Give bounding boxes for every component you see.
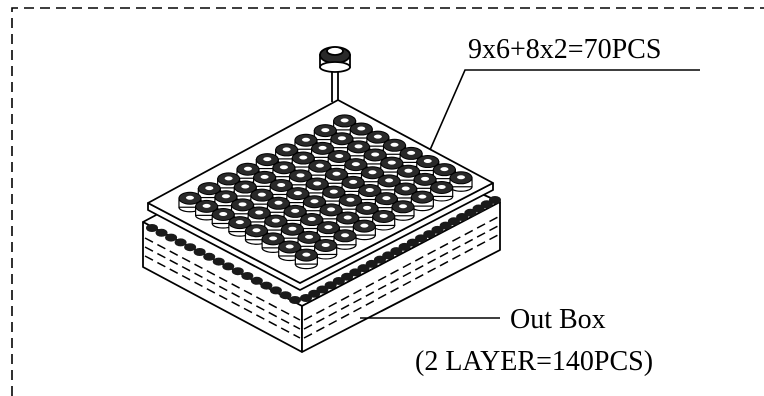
lower-component bbox=[289, 296, 301, 304]
lower-component bbox=[439, 221, 452, 230]
lower-component bbox=[406, 238, 419, 247]
lower-component bbox=[480, 200, 493, 209]
component-cap bbox=[314, 238, 338, 260]
lower-component bbox=[324, 281, 337, 290]
lower-component bbox=[174, 238, 187, 247]
lower-layer-components bbox=[146, 196, 501, 304]
lower-component bbox=[155, 228, 168, 237]
component-cap bbox=[316, 221, 340, 242]
tray-count-label: 9x6+8x2=70PCS bbox=[468, 34, 661, 65]
component-cap bbox=[333, 229, 357, 250]
lower-component bbox=[390, 247, 403, 256]
lower-component bbox=[269, 286, 282, 295]
tray-count-leader bbox=[429, 69, 700, 151]
lower-component bbox=[357, 264, 370, 273]
component-cap bbox=[449, 171, 473, 192]
radial-component-icon bbox=[319, 46, 351, 102]
lower-component bbox=[193, 248, 206, 256]
lower-component bbox=[341, 272, 354, 281]
out-box-right-face bbox=[301, 201, 501, 353]
lower-component bbox=[332, 276, 345, 285]
lower-component bbox=[146, 224, 158, 232]
lower-component bbox=[398, 242, 411, 251]
lower-component bbox=[231, 267, 244, 276]
leader-lines bbox=[360, 69, 700, 319]
component-cap bbox=[410, 190, 434, 212]
component-cap bbox=[430, 180, 454, 202]
component-cap bbox=[311, 141, 335, 163]
lower-component bbox=[279, 291, 292, 300]
lower-component bbox=[431, 225, 444, 234]
box-count-label: (2 LAYER=140PCS) bbox=[415, 346, 653, 377]
dashed-frame bbox=[11, 7, 764, 396]
component-cap bbox=[372, 209, 396, 231]
lower-component bbox=[489, 196, 501, 204]
lower-component bbox=[472, 204, 485, 213]
lower-component bbox=[184, 243, 197, 252]
box-name-label: Out Box bbox=[510, 304, 606, 335]
lower-component bbox=[447, 217, 460, 226]
lower-component bbox=[222, 262, 235, 271]
component-cap bbox=[294, 248, 318, 270]
lower-component bbox=[382, 251, 395, 260]
component-cap bbox=[391, 200, 415, 221]
lower-component bbox=[423, 230, 436, 239]
lower-component bbox=[308, 289, 321, 298]
lower-component bbox=[250, 276, 263, 285]
lower-component bbox=[212, 257, 225, 266]
lower-component bbox=[165, 233, 178, 242]
lower-component bbox=[415, 234, 428, 243]
component-cap bbox=[352, 219, 376, 241]
component-grid bbox=[178, 114, 473, 270]
lower-component bbox=[373, 255, 386, 264]
lower-component bbox=[203, 252, 216, 261]
lower-component bbox=[260, 281, 273, 290]
lower-component bbox=[456, 213, 469, 222]
lower-component bbox=[349, 268, 362, 277]
component-cap bbox=[338, 193, 363, 215]
lower-component bbox=[300, 294, 312, 302]
lower-component bbox=[316, 285, 329, 294]
lower-component bbox=[464, 208, 477, 217]
lower-component bbox=[241, 272, 254, 280]
lower-component bbox=[365, 259, 378, 268]
